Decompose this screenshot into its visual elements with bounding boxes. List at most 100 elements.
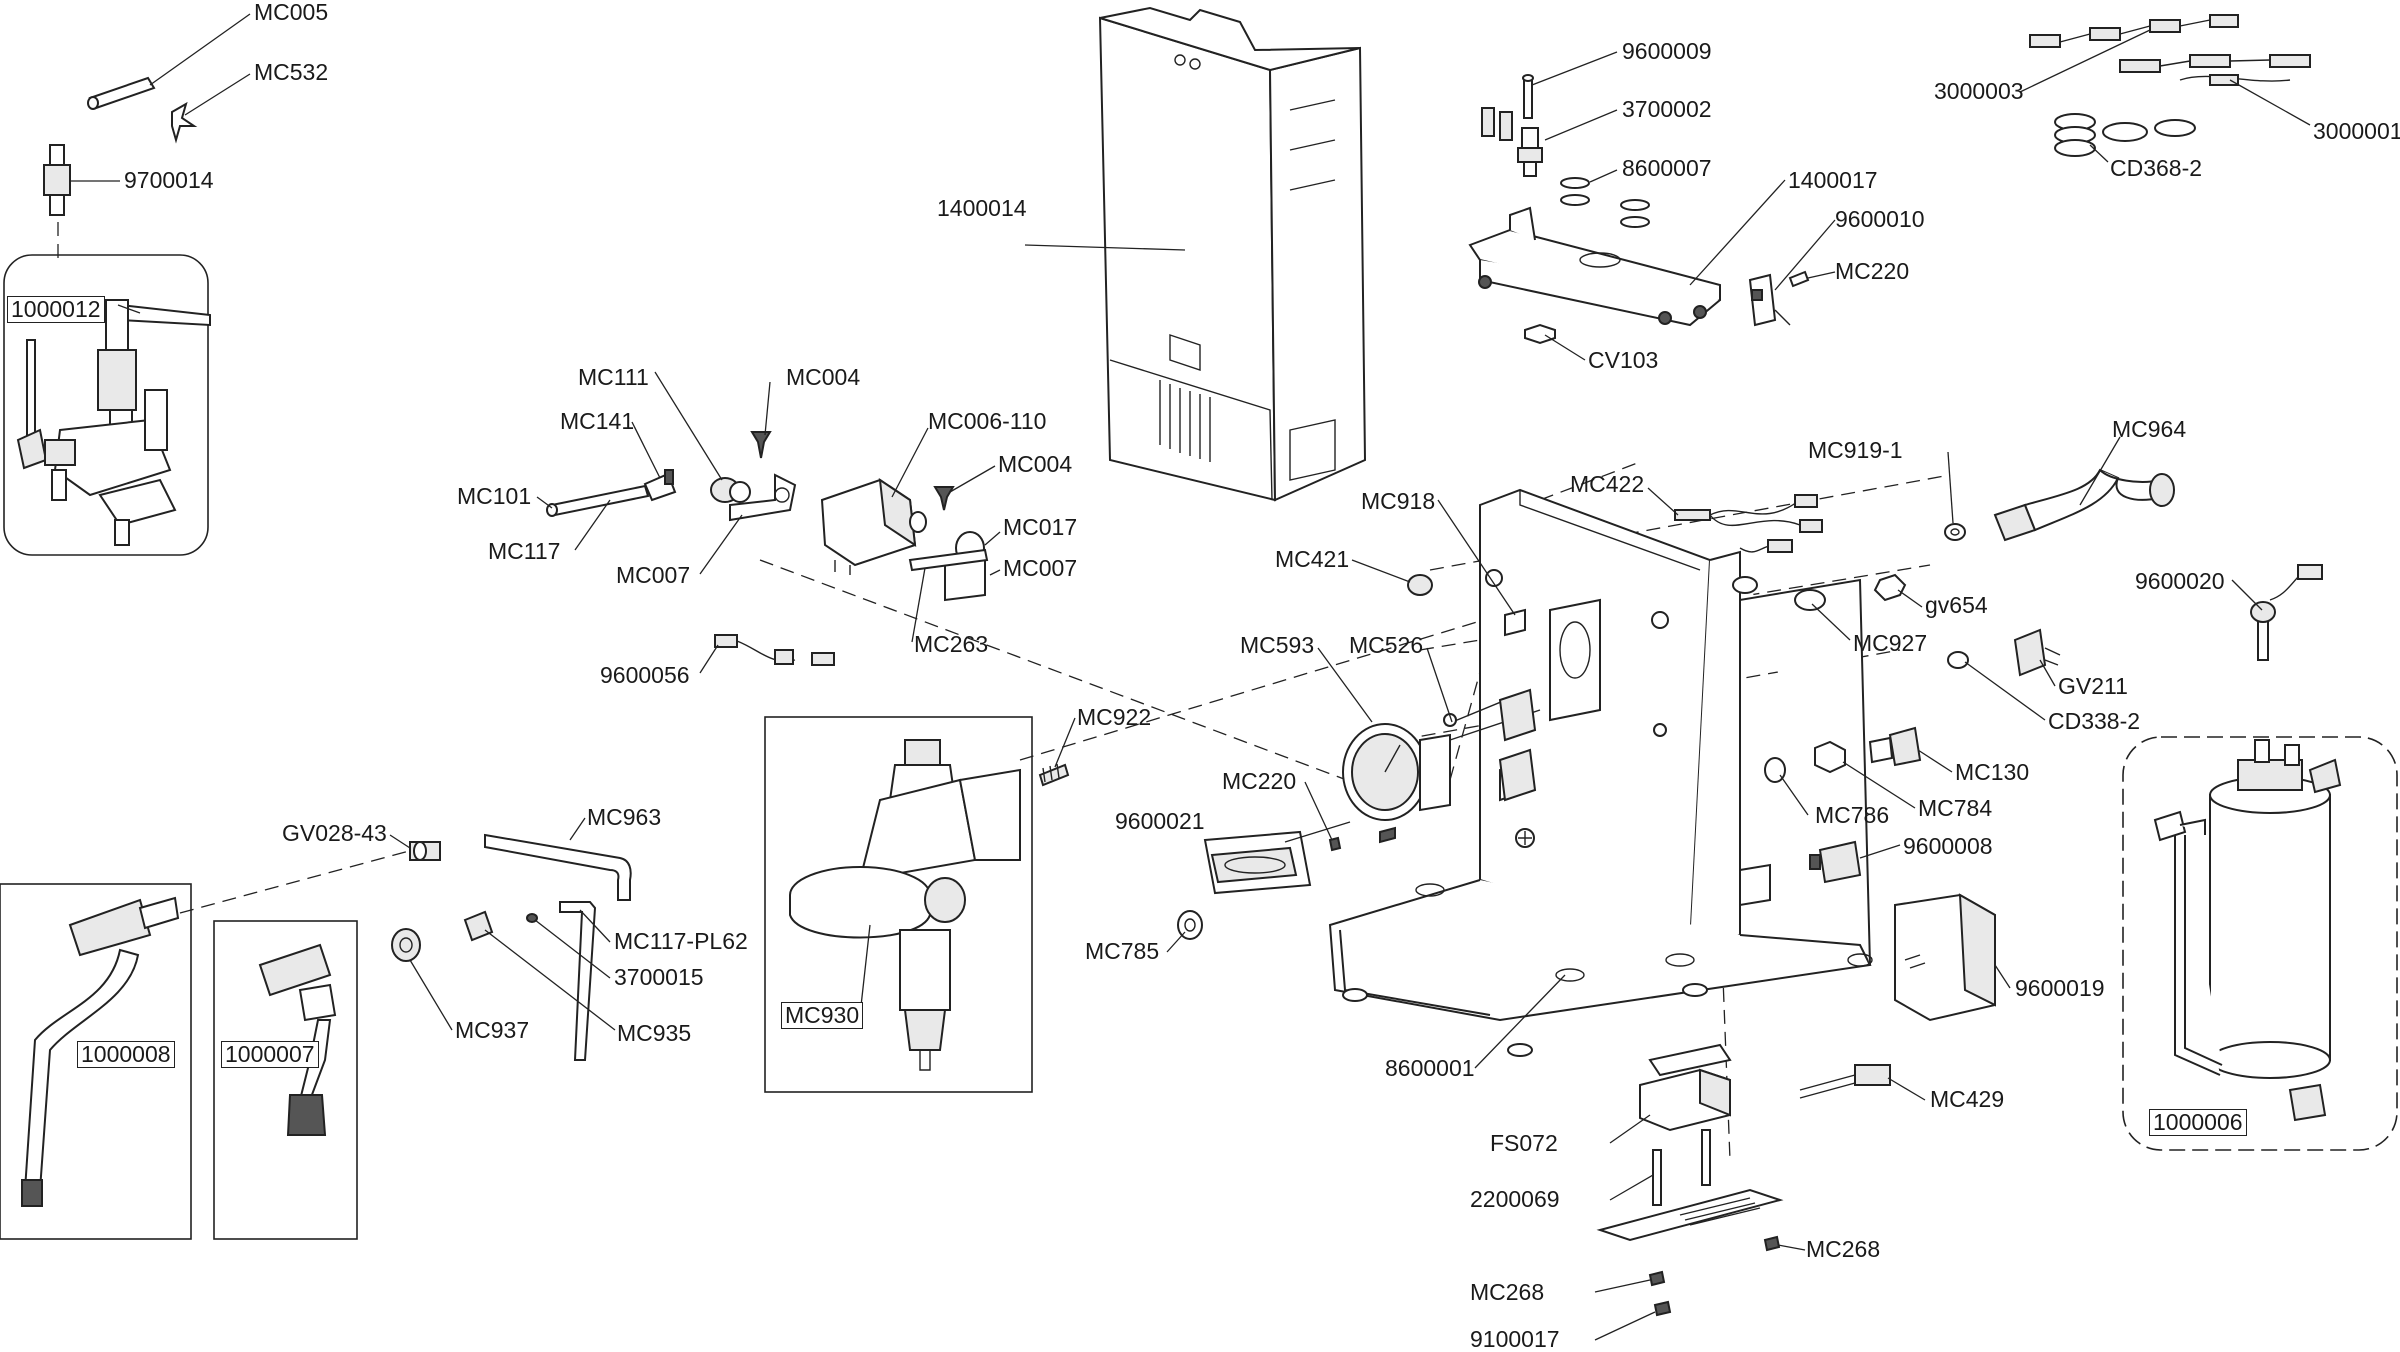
- washer-mc927: [1732, 576, 1826, 611]
- label-1000008: 1000008: [77, 1041, 175, 1068]
- label-3000001: 3000001: [2313, 118, 2400, 144]
- label-mc004-upper: MC004: [786, 364, 861, 390]
- label-3700002: 3700002: [1622, 96, 1712, 122]
- gauge-mc593: [1342, 723, 1451, 821]
- spring-mc922: [1038, 763, 1070, 787]
- label-mc422: MC422: [1570, 471, 1645, 497]
- label-9100017: 9100017: [1470, 1326, 1560, 1352]
- wand-1000007: [258, 943, 337, 1136]
- label-mc964: MC964: [2112, 416, 2187, 442]
- label-mc220-mid: MC220: [1222, 768, 1297, 794]
- label-mc935: MC935: [617, 1020, 692, 1046]
- grommet-mc785: [1177, 910, 1203, 940]
- label-mc593: MC593: [1240, 632, 1315, 658]
- ring-cd338-2: [1947, 651, 1969, 669]
- fitting-mc141: [643, 469, 677, 502]
- frame-mc930: [764, 716, 1033, 1093]
- label-mc429: MC429: [1930, 1086, 2005, 1112]
- label-mc963: MC963: [587, 804, 662, 830]
- assembly-1000012: [16, 299, 211, 546]
- wand-1000008: [21, 896, 180, 1207]
- switch-9600008: [1809, 840, 1862, 884]
- sensor-9600009: [1522, 74, 1534, 119]
- nut-gv654: [1873, 573, 1907, 602]
- label-mc937: MC937: [455, 1017, 530, 1043]
- screw-mc220-top: [1788, 270, 1810, 288]
- label-mc930: MC930: [781, 1002, 864, 1029]
- seal-3700015: [526, 913, 538, 923]
- ferrule-mc919-1: [1944, 523, 1966, 541]
- label-mc919-1: MC919-1: [1808, 437, 1903, 463]
- label-mc526: MC526: [1349, 632, 1424, 658]
- label-mc111: MC111: [578, 364, 649, 390]
- connector-mc429: [1799, 1064, 1891, 1099]
- label-2200069: 2200069: [1470, 1186, 1560, 1212]
- fitting-3700002: [1481, 107, 1543, 177]
- bracket-9600010: [1748, 273, 1791, 327]
- rings-cd368-2: [2054, 113, 2196, 157]
- bracket-mc007-left: [729, 473, 797, 522]
- label-mc117-pl62: MC117-PL62: [614, 928, 748, 954]
- mc005-tube: [87, 76, 156, 110]
- fitting-9700014: [43, 144, 71, 216]
- label-1400014: 1400014: [937, 195, 1027, 221]
- label-gv654: gv654: [1925, 592, 1988, 618]
- label-3000003: 3000003: [1934, 78, 2024, 104]
- label-mc263: MC263: [914, 631, 989, 657]
- harness-3000001: [2119, 54, 2311, 86]
- label-mc004-right: MC004: [998, 451, 1073, 477]
- label-cd338-2: CD338-2: [2048, 708, 2141, 734]
- label-mc130: MC130: [1955, 759, 2030, 785]
- label-9700014: 9700014: [124, 167, 214, 193]
- fitting-gv028-43: [409, 841, 441, 861]
- valve-mc130: [1868, 726, 1922, 767]
- screw-mc220-mid: [1328, 826, 1396, 852]
- label-cv103: CV103: [1588, 347, 1659, 373]
- frame-1000012: [3, 254, 209, 556]
- tube-mc263: [908, 548, 989, 572]
- screws-mc268: [1648, 1235, 1781, 1317]
- spacers-2200069: [1652, 1129, 1711, 1206]
- vent-slots: [1159, 380, 1211, 462]
- tube-mc101: [546, 484, 650, 517]
- label-9600010: 9600010: [1835, 206, 1925, 232]
- label-3700015: 3700015: [614, 964, 704, 990]
- label-1000006: 1000006: [2149, 1109, 2247, 1136]
- label-mc785: MC785: [1085, 938, 1160, 964]
- back-cover-1400014: [1098, 6, 1367, 502]
- label-mc532: MC532: [254, 59, 329, 85]
- frame-1000008: [0, 883, 192, 1240]
- bracket-1400017: [1468, 206, 1721, 327]
- label-9600056: 9600056: [600, 662, 690, 688]
- harness-3000003: [2029, 14, 2239, 48]
- label-mc918: MC918: [1361, 488, 1436, 514]
- label-mc421: MC421: [1275, 546, 1350, 572]
- pipe-mc117-pl62: [559, 901, 597, 1061]
- label-mc220-top: MC220: [1835, 258, 1910, 284]
- label-9600021: 9600021: [1115, 808, 1205, 834]
- gaskets-8600007: [1560, 177, 1650, 228]
- label-fs072: FS072: [1490, 1130, 1558, 1156]
- switch-gv211: [2013, 628, 2061, 677]
- cable-9600056: [714, 634, 835, 666]
- spring-mc526: [1443, 688, 1541, 802]
- label-mc007-right: MC007: [1003, 555, 1078, 581]
- clip-mc004-right: [933, 486, 955, 511]
- grommet-mc421: [1407, 574, 1433, 596]
- fitting-mc111: [710, 477, 751, 503]
- label-mc006-110: MC006-110: [928, 408, 1047, 434]
- pump-mc006-110: [820, 477, 927, 575]
- plate-bottom: [1596, 1188, 1784, 1242]
- nut-cv103: [1524, 323, 1556, 345]
- label-mc922: MC922: [1077, 704, 1152, 730]
- label-mc268-right: MC268: [1806, 1236, 1881, 1262]
- label-mc005: MC005: [254, 0, 329, 25]
- leader-lines: [70, 13, 2311, 1341]
- label-mc117: MC117: [488, 538, 561, 564]
- label-9600019: 9600019: [2015, 975, 2105, 1001]
- label-cd368-2: CD368-2: [2110, 155, 2203, 181]
- bracket-mc918: [1504, 608, 1526, 637]
- hose-mc963: [484, 833, 632, 901]
- nut-mc784: [1814, 740, 1846, 774]
